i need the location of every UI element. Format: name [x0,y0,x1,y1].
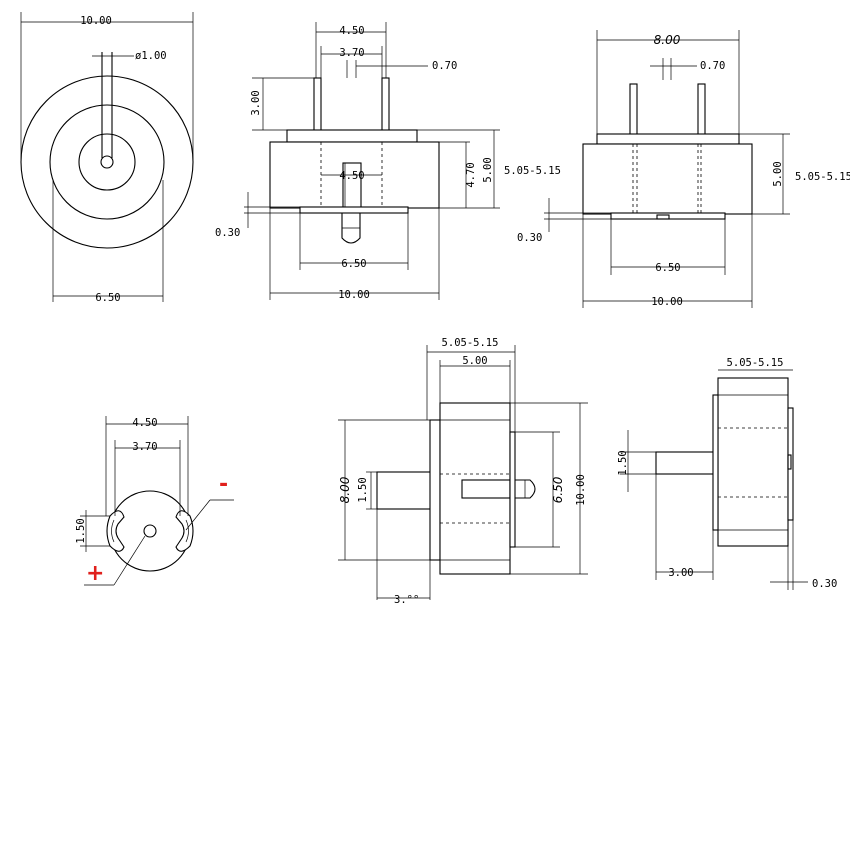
dim-label: 6.50 [655,262,680,274]
dim-label: 3.00 [250,90,262,115]
dim-label: 10.00 [80,15,112,27]
dim-label: 5.00 [482,157,494,182]
view-side-rotated: 8.00 0.70 5.00 5.05-5.15 0.30 6.50 10.00 [517,30,850,308]
inner-circle [78,133,136,191]
dim-label: 0.30 [812,578,837,590]
dim-label: 0.30 [215,227,240,239]
dim-label: 0.70 [432,60,457,72]
dim-label: 3.00 [668,567,693,579]
dim-label: 5.05-5.15 [727,357,784,369]
view-front-circle: 10.00 ø1.00 6.50 [20,12,194,304]
dim-label: 6.50 [551,476,565,503]
dim-label: 4.50 [339,170,364,182]
positive-polarity-label: + [86,561,104,586]
dim-label: 5.05-5.15 [504,165,561,177]
dim-label: 10.00 [651,296,683,308]
dim-label: 6.50 [341,258,366,270]
dim-label: 5.00 [462,355,487,367]
dim-label: 10.00 [575,474,587,506]
negative-polarity-label: - [219,472,228,497]
dim-label: 1.50 [617,450,629,475]
dim-label: 4.50 [339,25,364,37]
dim-label: 0.70 [700,60,725,72]
middle-circle [49,104,165,220]
dim-label: 1.50 [357,477,369,502]
outer-circle [20,75,194,249]
dim-label: 5.00 [772,161,784,186]
dim-label: 5.05-5.15 [795,171,850,183]
dim-label: 0.30 [517,232,542,244]
view-bottom-polarity: 4.50 3.70 1.50 - + [75,416,234,586]
dim-label: 6.50 [95,292,120,304]
center-hole [143,524,157,538]
dim-label: 3.°° [394,594,419,606]
bottom-circle [109,490,191,572]
dim-label: 4.70 [465,162,477,187]
view-side-right: 5.05-5.15 1.50 3.00 0.30 [617,357,837,590]
dim-label: 4.50 [132,417,157,429]
dim-label: 3.70 [132,441,157,453]
pin-hole [100,155,114,169]
dim-label: 10.00 [338,289,370,301]
dim-label: 1.50 [75,518,87,543]
view-side-pins: 4.50 3.70 0.70 3.00 4.50 4.70 5.00 5.05-… [215,22,561,301]
view-side-horizontal: 5.05-5.15 5.00 8.00 1.50 6.50 10.00 3.°° [338,337,588,606]
dim-label: ø1.00 [135,50,167,62]
dim-label: 3.70 [339,47,364,59]
dim-label: 5.05-5.15 [442,337,499,349]
dim-label: 8.00 [338,476,352,503]
dim-label: 8.00 [654,33,681,47]
